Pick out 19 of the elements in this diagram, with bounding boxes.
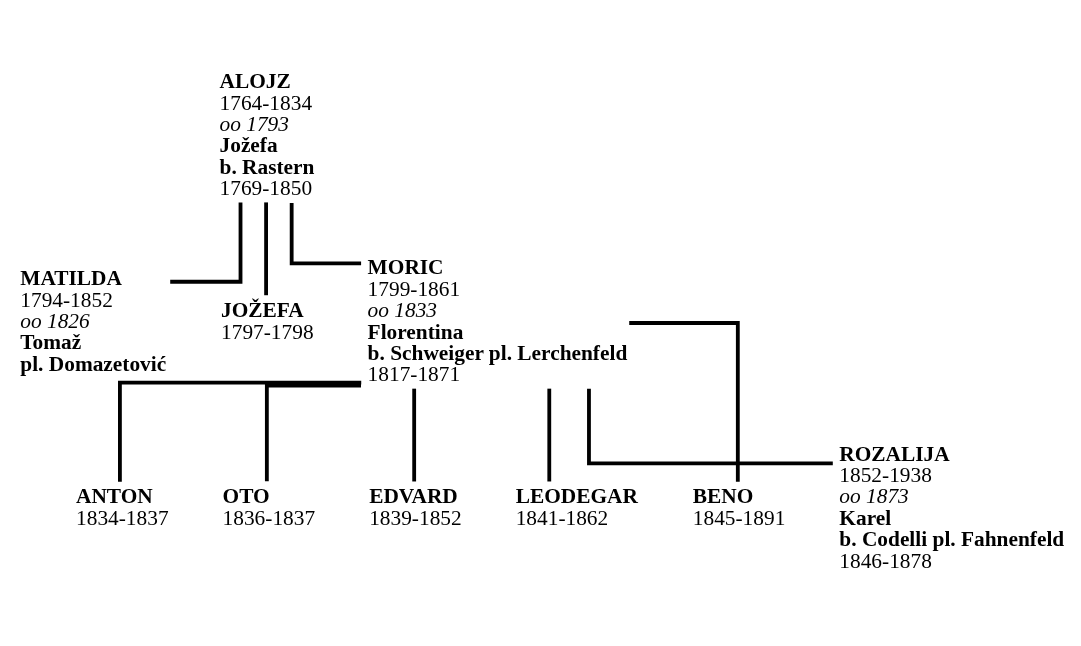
connector [118, 380, 362, 482]
node-text: JOŽEFA 1797-1798 [221, 298, 314, 344]
connector [264, 202, 268, 296]
node-text: EDVARD 1839-1852 [369, 484, 462, 530]
node-text: BENO 1845-1891 [692, 484, 786, 530]
node-text: ANTON 1834-1837 [76, 484, 169, 530]
node-text: MORIC 1799-1861 oo 1833 Florentina b. Schweiger pl. Lerchenfeld 1817-1871 [367, 255, 628, 387]
connector [170, 202, 243, 284]
node-text: MATILDA 1794-1852 oo 1826 Tomaž pl. Domazetović [20, 266, 167, 376]
node-text: LEODEGAR 1841-1862 [515, 484, 638, 530]
node-text: OTO 1836-1837 [222, 484, 316, 530]
connector [629, 321, 740, 482]
node-text: ROZALIJA 1852-1938 oo 1873 Karel b. Codelli pl. Fahnenfeld 1846-1878 [839, 441, 1065, 573]
connector [587, 388, 833, 466]
node-text: ALOJZ 1764-1834 oo 1793 Jožefa b. Rastern 1769-1850 [219, 69, 315, 201]
connector [264, 383, 361, 482]
connector [289, 203, 362, 266]
connector [547, 388, 552, 482]
connector [412, 388, 417, 482]
